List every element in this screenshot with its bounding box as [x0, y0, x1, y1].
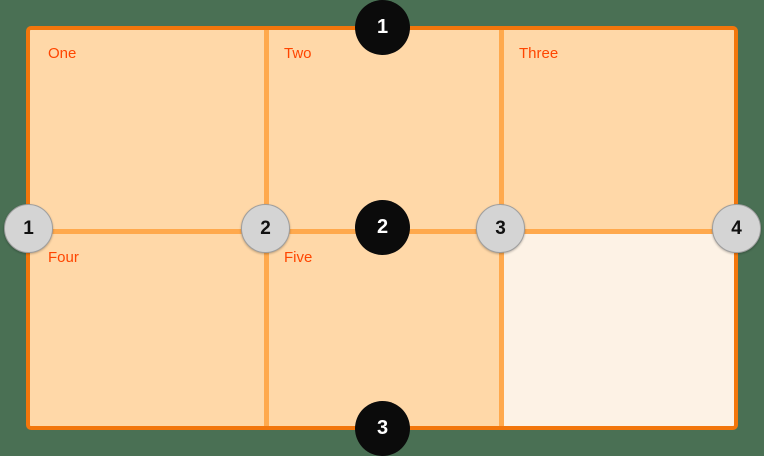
column-handle-3-label: 3	[495, 217, 506, 239]
grid-cell-five[interactable]: Five	[266, 234, 501, 426]
edge-handle-bottom-label: 3	[376, 417, 389, 439]
column-handle-4[interactable]: 4	[712, 204, 761, 253]
cell-label-three: Three	[519, 45, 559, 62]
cell-label-four: Four	[48, 249, 79, 266]
edge-handle-middle-label: 2	[376, 216, 389, 238]
cell-label-one: One	[48, 45, 77, 62]
edge-handle-middle[interactable]: 2	[355, 200, 410, 255]
grid-cell-one[interactable]: One	[30, 30, 266, 229]
grid-cell-four[interactable]: Four	[30, 234, 266, 426]
column-handle-1[interactable]: 1	[4, 204, 53, 253]
edge-handle-top[interactable]: 1	[355, 0, 410, 55]
cell-label-two: Two	[284, 45, 312, 62]
column-handle-2-label: 2	[260, 217, 271, 239]
edge-handle-top-label: 1	[376, 16, 389, 38]
grid-cell-three[interactable]: Three	[501, 30, 734, 229]
grid-frame: One Two Three Four Five	[26, 26, 738, 430]
column-handle-2[interactable]: 2	[241, 204, 290, 253]
column-handle-3[interactable]: 3	[476, 204, 525, 253]
column-handle-4-label: 4	[731, 217, 742, 239]
grid-cell-empty[interactable]	[501, 234, 734, 426]
grid-cell-two[interactable]: Two	[266, 30, 501, 229]
column-handle-1-label: 1	[23, 217, 34, 239]
cell-label-five: Five	[284, 249, 313, 266]
edge-handle-bottom[interactable]: 3	[355, 401, 410, 456]
